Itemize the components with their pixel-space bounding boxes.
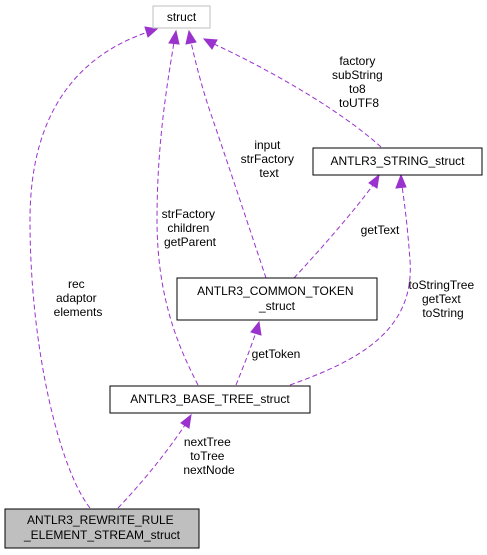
edge-token-to-string [293, 173, 380, 279]
label-tree-to-string: toStringTree getText toString [409, 278, 478, 320]
label-token-to-string: getText [361, 223, 400, 237]
label-tree-to-struct: strFactory children getParent [162, 207, 219, 249]
node-token-label: ANTLR3_COMMON_TOKEN _struct [197, 284, 357, 313]
label-line: text [259, 166, 279, 180]
label-string-to-struct: factory subString to8 toUTF8 [332, 54, 386, 110]
label-line: to8 [349, 82, 366, 96]
node-rewrite-label: ANTLR3_REWRITE_RULE _ELEMENT_STREAM_stru… [23, 513, 181, 542]
label-line: strFactory [162, 207, 215, 221]
node-token-box [176, 277, 378, 321]
label-line: subString [332, 68, 383, 82]
label-token-to-struct: input strFactory text [241, 138, 298, 180]
edge-tree-to-struct [156, 29, 199, 386]
label-line: nextNode [183, 463, 235, 477]
node-tree[interactable]: ANTLR3_BASE_TREE_struct [109, 385, 311, 414]
label-line: rec [68, 277, 85, 291]
label-line: toUTF8 [339, 96, 379, 110]
label-line: toTree [190, 449, 225, 463]
node-token[interactable]: ANTLR3_COMMON_TOKEN _struct [176, 277, 378, 321]
label-rewrite-to-struct: rec adaptor elements [54, 277, 103, 319]
node-struct[interactable]: struct [152, 5, 211, 29]
label-line: elements [54, 305, 103, 319]
label-line: getParent [164, 235, 217, 249]
node-string-label: ANTLR3_STRING_struct [330, 154, 465, 168]
label-tree-to-token: getToken [252, 347, 301, 361]
label-line: children [167, 221, 209, 235]
edge-rewrite-to-tree [117, 413, 192, 509]
node-struct-box [152, 5, 211, 29]
label-line: factory [339, 54, 375, 68]
label-line: toString [422, 306, 463, 320]
label-line: strFactory [241, 152, 294, 166]
node-string-box [312, 147, 483, 176]
label-line: getText [361, 223, 400, 237]
edge-string-to-struct [202, 38, 382, 148]
label-rewrite-to-tree: nextTree toTree nextNode [183, 435, 235, 477]
node-rewrite-label-line: ANTLR3_REWRITE_RULE [27, 513, 174, 527]
node-token-label-line: _struct [258, 299, 296, 313]
node-tree-box [109, 385, 311, 414]
label-line: nextTree [184, 435, 231, 449]
label-line: toStringTree [409, 278, 475, 292]
node-struct-label: struct [167, 10, 197, 24]
node-tree-label: ANTLR3_BASE_TREE_struct [130, 392, 290, 406]
node-rewrite-box [4, 508, 200, 549]
label-line: getToken [252, 347, 301, 361]
node-rewrite[interactable]: ANTLR3_REWRITE_RULE _ELEMENT_STREAM_stru… [4, 508, 200, 549]
label-line: adaptor [56, 291, 97, 305]
label-line: getText [422, 292, 461, 306]
edge-tree-to-string [289, 173, 411, 386]
node-string[interactable]: ANTLR3_STRING_struct [312, 147, 483, 176]
edge-tree-to-token [235, 320, 262, 386]
edge-rewrite-to-struct [29, 26, 159, 509]
node-rewrite-label-line: _ELEMENT_STREAM_struct [23, 528, 181, 542]
edge-token-to-struct [185, 29, 267, 279]
node-token-label-line: ANTLR3_COMMON_TOKEN [197, 284, 353, 298]
label-line: input [254, 138, 281, 152]
